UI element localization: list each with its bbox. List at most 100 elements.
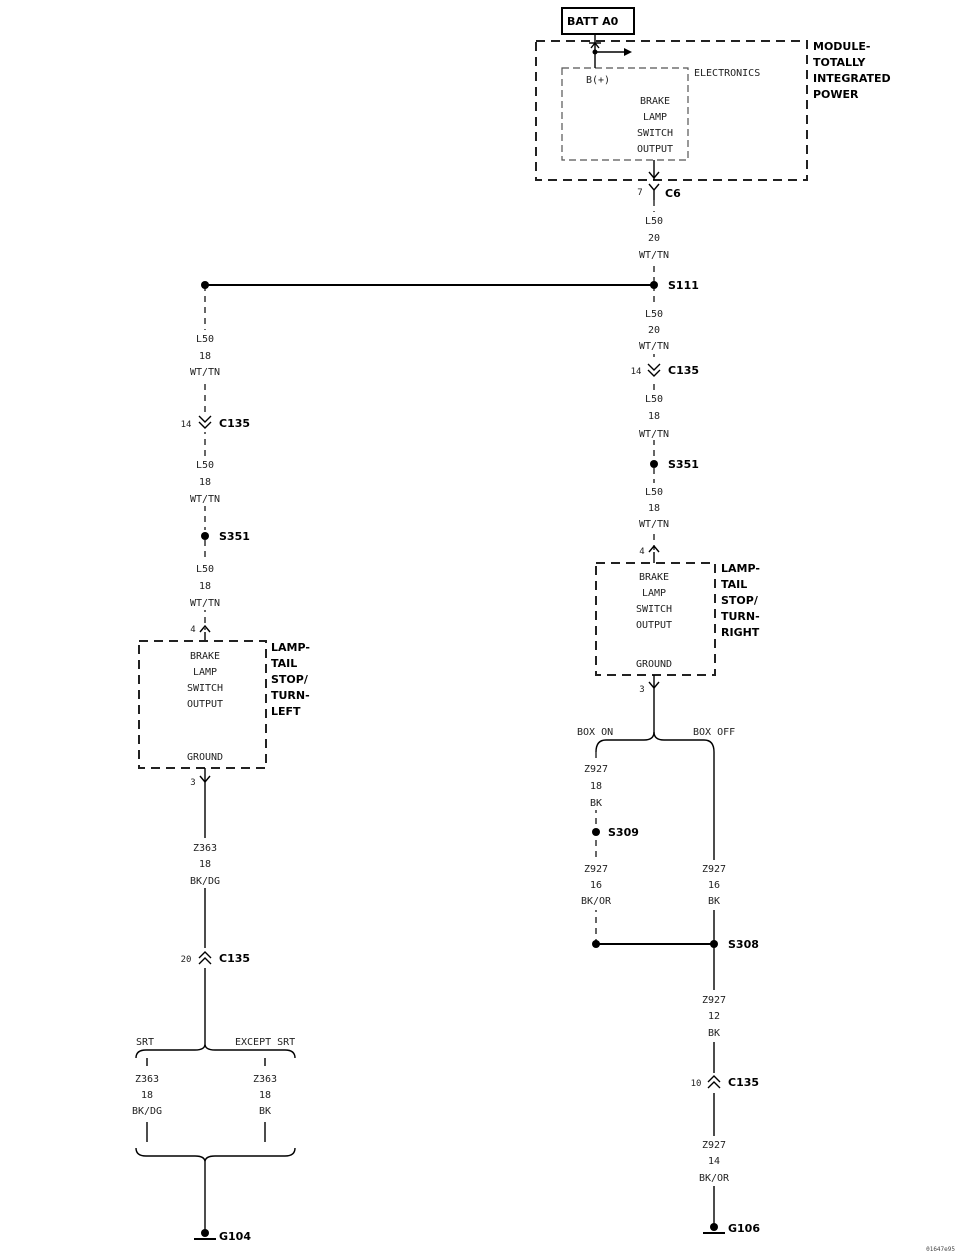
lamp-left-input-pin-icon (199, 624, 211, 633)
wire-label-l50-18-left-upper: L50 18 WT/TN (189, 330, 221, 380)
connector-c135-right-ground-pin: 10 (691, 1079, 702, 1089)
wire-circuit: L50 (196, 460, 214, 471)
wire-label-l50-18-right-lower: L50 18 WT/TN (638, 483, 670, 531)
lamp-left-ground-label: GROUND (187, 752, 223, 763)
wire-gauge: 14 (708, 1156, 720, 1167)
wire-color: WT/TN (190, 494, 220, 505)
wire-color: BK (708, 1028, 720, 1039)
splice-s351-left-dot (201, 532, 209, 540)
wire-color: BK/DG (132, 1106, 162, 1117)
splice-s351-left-label: S351 (219, 530, 250, 543)
wire-label-l50-18-left-lower: L50 18 WT/TN (189, 560, 221, 610)
wire-label-z363-18-bkdg-upper: Z363 18 BK/DG (187, 838, 223, 888)
lamp-right-outline (595, 562, 716, 676)
wire-color: BK (590, 798, 602, 809)
wire-circuit: Z927 (702, 1140, 726, 1151)
lamp-tail-stop-turn-left: BRAKE LAMP SWITCH OUTPUT GROUND LAMP- TA… (138, 640, 310, 769)
module-title-line-4: POWER (813, 88, 859, 101)
lamp-left-pin-out: 3 (190, 778, 195, 788)
lamp-left-title-line-3: STOP/ (271, 673, 309, 686)
wire-gauge: 18 (259, 1090, 271, 1101)
wire-gauge: 16 (708, 880, 720, 891)
s308-left-node (592, 940, 600, 948)
wire-circuit: Z363 (253, 1074, 277, 1085)
ground-g106-icon (703, 1223, 725, 1234)
splice-s309-dot (592, 828, 600, 836)
wire-gauge: 18 (199, 477, 211, 488)
connector-c135-left-ground: 20 C135 (181, 948, 250, 968)
srt-merge-brace (135, 1147, 296, 1163)
wire-label-z927-12-bk: Z927 12 BK (698, 990, 730, 1042)
ground-g104-label: G104 (219, 1230, 251, 1243)
wire-gauge: 16 (590, 880, 602, 891)
lamp-right-function-line-4: OUTPUT (636, 620, 672, 631)
wire-label-l50-18-left-middle: L50 18 WT/TN (189, 456, 221, 506)
lamp-right-function-line-1: BRAKE (639, 572, 669, 583)
wire-label-z927-16-bk: Z927 16 BK (698, 860, 730, 910)
wire-circuit: Z363 (193, 843, 217, 854)
wire-label-l50-20-lower: L50 20 WT/TN (638, 306, 670, 354)
module-title-line-3: INTEGRATED (813, 72, 891, 85)
connector-c135-left-ground-pin: 20 (181, 955, 192, 965)
splice-s308-label: S308 (728, 938, 759, 951)
connector-c135-right-ground-label: C135 (728, 1076, 759, 1089)
module-title-line-1: MODULE- (813, 40, 870, 53)
wire-color: BK/OR (699, 1173, 730, 1184)
wire-label-z927-16-bkor: Z927 16 BK/OR (578, 860, 614, 910)
lamp-right-title-line-5: RIGHT (721, 626, 760, 639)
lamp-right-title-line-1: LAMP- (721, 562, 760, 575)
wire-gauge: 18 (199, 351, 211, 362)
connector-c135-left: 14 C135 (181, 412, 250, 432)
lamp-right-function-line-2: LAMP (642, 588, 666, 599)
wire-gauge: 20 (648, 233, 660, 244)
wire-color: WT/TN (190, 367, 220, 378)
option-srt-label: SRT (136, 1037, 154, 1048)
lamp-right-function-line-3: SWITCH (636, 604, 672, 615)
wire-label-z927-18-bk: Z927 18 BK (580, 760, 612, 810)
wire-label-z927-14-bkor: Z927 14 BK/OR (696, 1136, 732, 1186)
wire-color: BK (708, 896, 720, 907)
batt-a0-label: BATT A0 (567, 15, 619, 28)
lamp-left-title-line-4: TURN- (271, 689, 310, 702)
connector-c135-left-ground-label: C135 (219, 952, 250, 965)
connector-c135-left-pin: 14 (181, 420, 192, 430)
lamp-tail-stop-turn-right: BRAKE LAMP SWITCH OUTPUT GROUND LAMP- TA… (595, 562, 760, 676)
connector-c135-right-ground: 10 C135 (691, 1073, 759, 1093)
option-except-srt-label: EXCEPT SRT (235, 1037, 295, 1048)
wire-circuit: Z927 (702, 995, 726, 1006)
wire-label-z363-18-bk: Z363 18 BK (253, 1074, 277, 1117)
lamp-left-function-line-3: SWITCH (187, 683, 223, 694)
wire-color: WT/TN (639, 250, 669, 261)
option-box-off-label: BOX OFF (693, 727, 735, 738)
connector-c6: 7 C6 (637, 183, 681, 200)
lamp-left-title-line-5: LEFT (271, 705, 301, 718)
wire-circuit: Z927 (584, 864, 608, 875)
figure-id: 01647e95 (926, 1246, 955, 1253)
wire-color: WT/TN (190, 598, 220, 609)
lamp-right-pin-out: 3 (639, 685, 644, 695)
switch-arrow-icon (624, 48, 632, 56)
wire-gauge: 18 (199, 581, 211, 592)
wire-gauge: 20 (648, 325, 660, 336)
lamp-right-input-pin-icon (648, 544, 660, 553)
connector-c135-right-label: C135 (668, 364, 699, 377)
wire-circuit: L50 (645, 487, 663, 498)
lamp-left-output-pin-icon (199, 775, 211, 784)
ground-g104-icon (194, 1229, 216, 1240)
module-title-line-2: TOTALLY (813, 56, 866, 69)
splice-s351-right-label: S351 (668, 458, 699, 471)
wire-gauge: 12 (708, 1011, 720, 1022)
wire-circuit: L50 (645, 216, 663, 227)
module-electronics-outline (561, 67, 689, 161)
option-box-on-label: BOX ON (577, 727, 613, 738)
module-electronics-label: ELECTRONICS (694, 68, 760, 79)
wire-label-l50-20-upper: L50 20 WT/TN (638, 212, 670, 264)
connector-c6-pin: 7 (637, 188, 642, 198)
wire-circuit: Z927 (702, 864, 726, 875)
module-function-line-3: SWITCH (637, 128, 673, 139)
module-function-line-2: LAMP (643, 112, 667, 123)
wire-color: BK/DG (190, 876, 220, 887)
wire-label-l50-18-right-upper: L50 18 WT/TN (638, 390, 670, 440)
module-outline (535, 40, 808, 181)
